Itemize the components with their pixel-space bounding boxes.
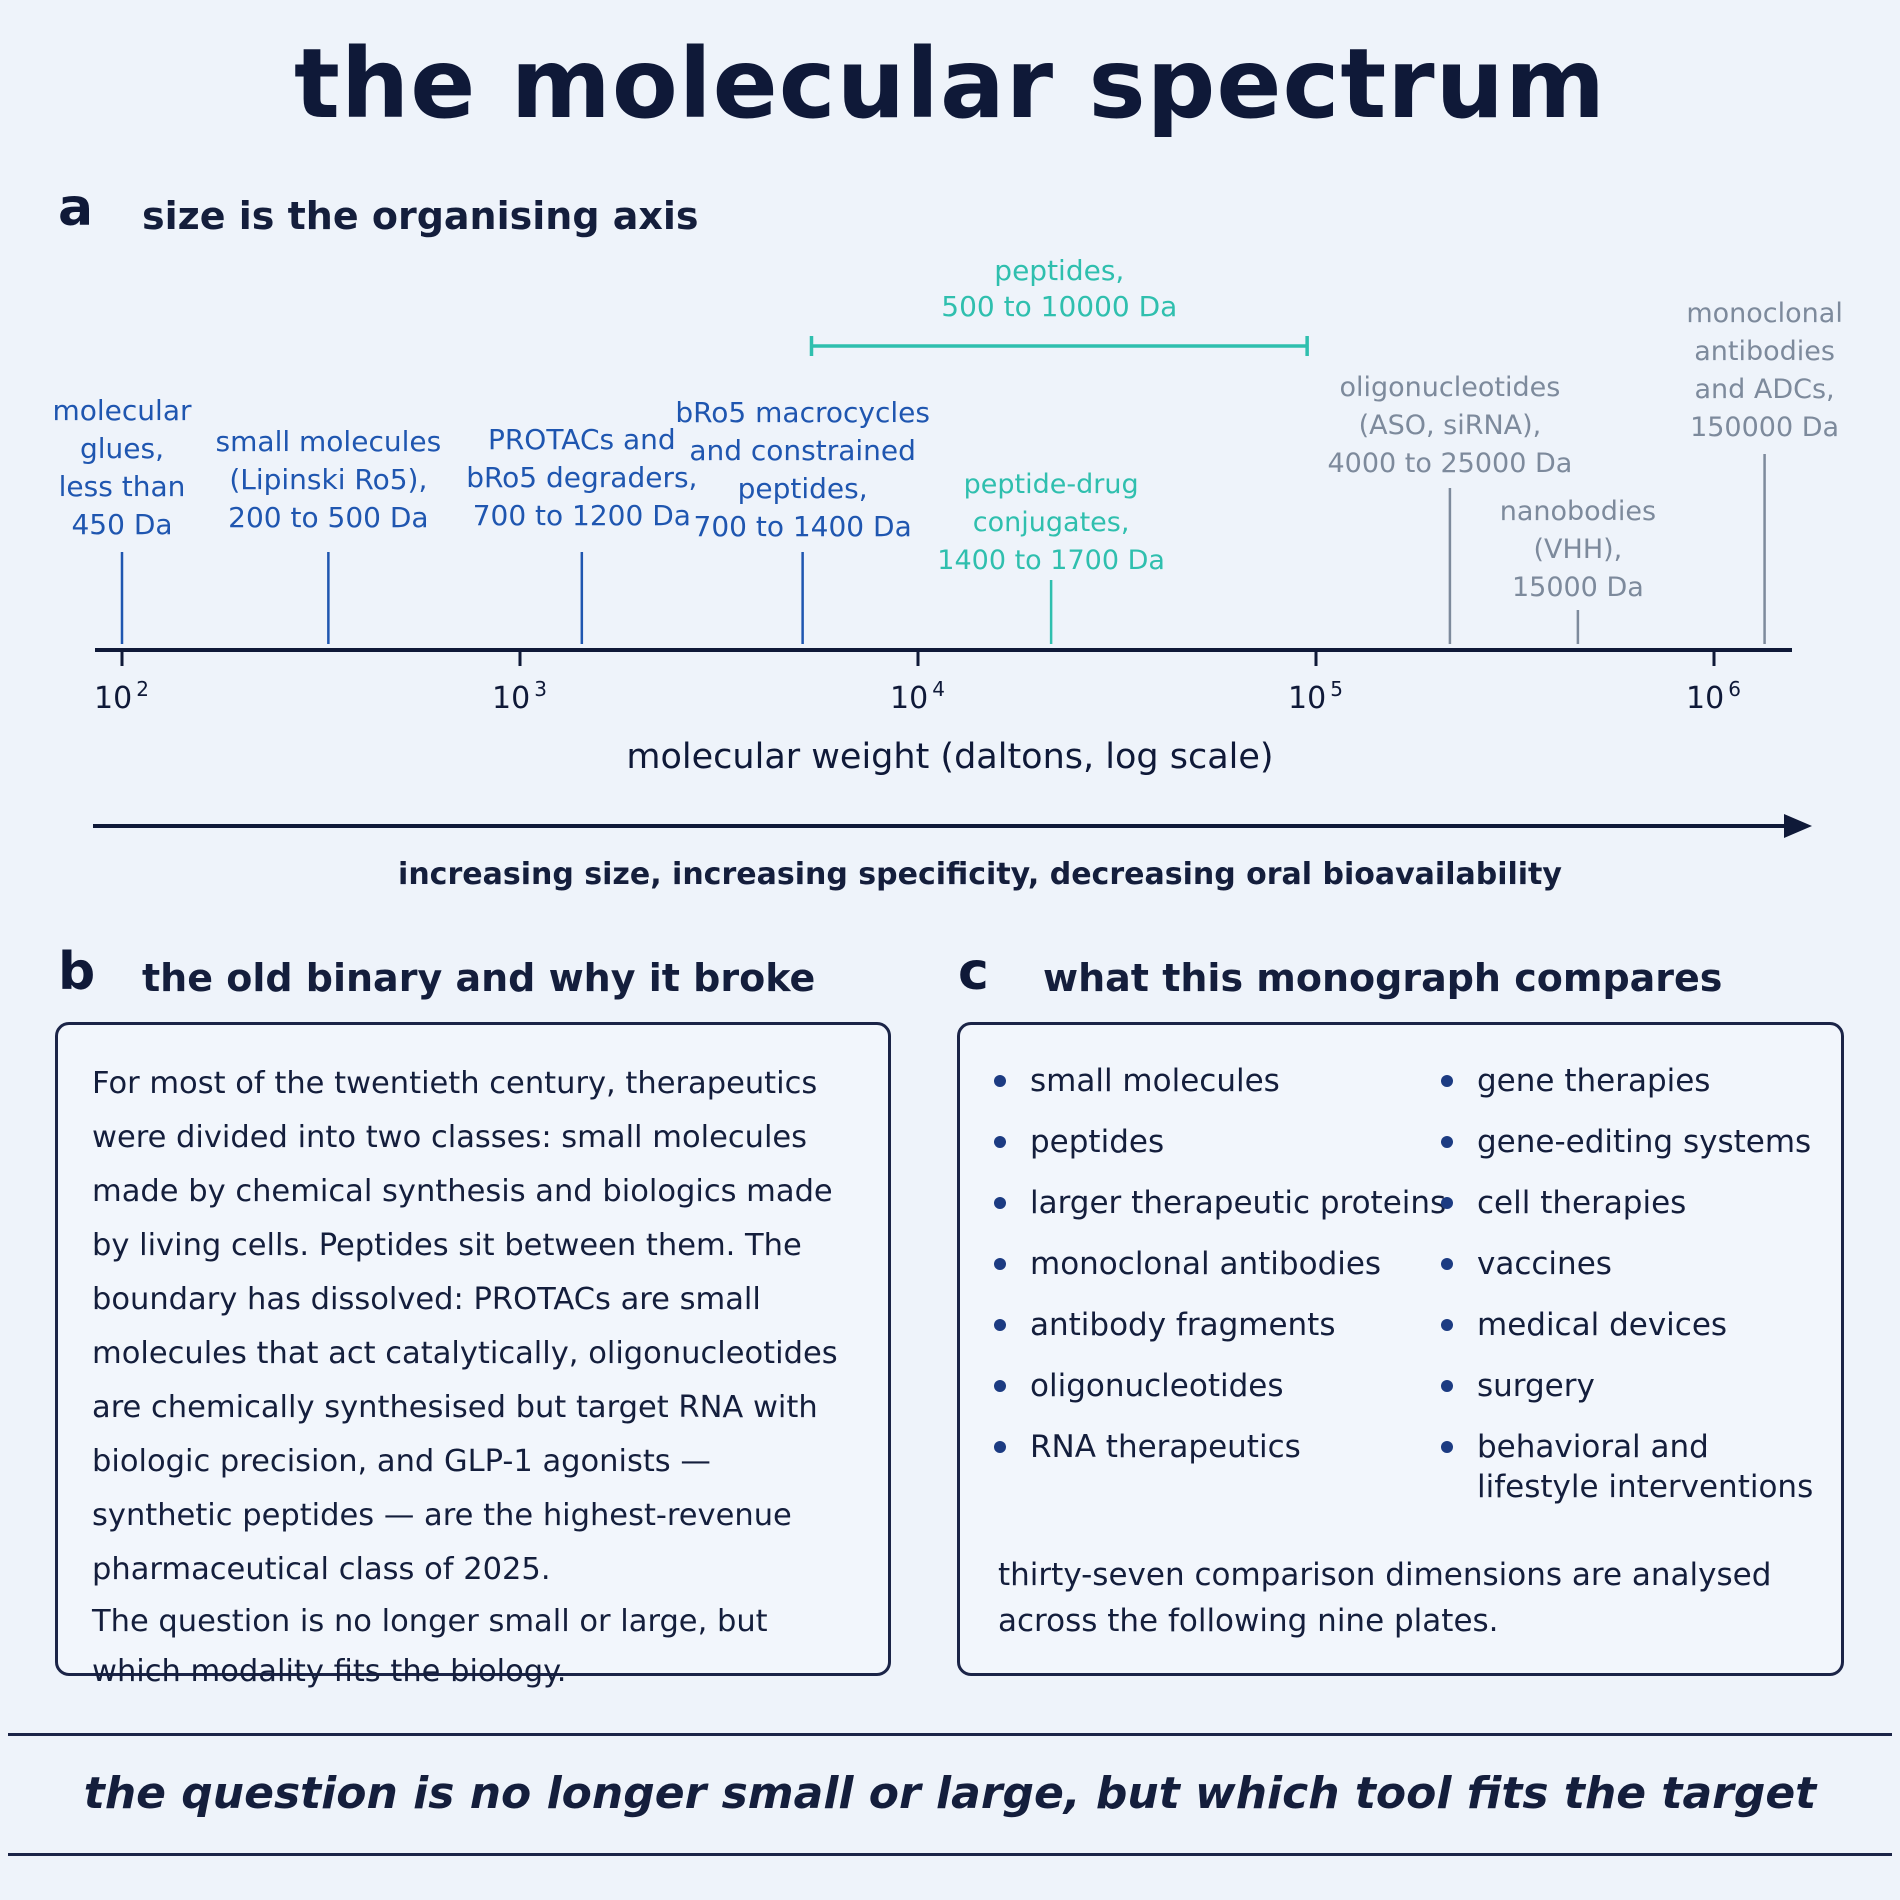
list-item-label: surgery [1477,1368,1595,1404]
marker-label: less than [59,470,186,503]
bullet-icon [1441,1258,1453,1270]
list-item: medical devices [1441,1305,1821,1366]
marker-label: peptides, [738,472,868,505]
bullet-icon [1441,1319,1453,1331]
direction-arrow-head [1784,814,1812,838]
panel-b-box: For most of the twentieth century, thera… [55,1022,891,1689]
list-item: small molecules [994,1061,1446,1122]
list-item: surgery [1441,1366,1821,1427]
marker-label: (Lipinski Ro5), [229,463,427,496]
marker-label: bRo5 macrocycles [675,396,930,429]
list-item: antibody fragments [994,1305,1446,1366]
list-item: behavioral and lifestyle interventions [1441,1427,1821,1517]
axis-label: molecular weight (daltons, log scale) [626,737,1273,777]
list-item: monoclonal antibodies [994,1244,1446,1305]
panel-b-heading: the old binary and why it broke [142,956,816,1000]
marker-label: 700 to 1200 Da [473,499,691,532]
bullet-icon [1441,1197,1453,1209]
marker-label: 450 Da [71,508,172,541]
bullet-icon [1441,1075,1453,1087]
marker-label: 200 to 500 Da [228,501,428,534]
list-item-label: monoclonal antibodies [1030,1246,1382,1282]
panel-c-right-list: gene therapies gene-editing systems cell… [1441,1061,1821,1517]
list-item-label: gene therapies [1477,1063,1711,1099]
marker-label: conjugates, [973,507,1130,538]
marker-label: 1400 to 1700 Da [937,545,1165,576]
range-label: 500 to 10000 Da [941,290,1177,323]
panel-c-left-list: small molecules peptides larger therapeu… [994,1061,1446,1488]
marker-label: monoclonal [1686,298,1842,329]
marker-label: oligonucleotides [1340,372,1561,403]
bullet-icon [994,1197,1006,1209]
marker-label: (VHH), [1534,534,1623,565]
marker-label: 700 to 1400 Da [694,510,912,543]
footer-bottom-rule [8,1853,1892,1856]
bullet-icon [994,1258,1006,1270]
marker-label: glues, [80,432,164,465]
marker-label: and ADCs, [1695,374,1835,405]
footer-top-rule [8,1733,1892,1736]
list-item: cell therapies [1441,1183,1821,1244]
list-item-label: gene-editing systems [1477,1124,1812,1160]
page-title: the molecular spectrum [294,28,1606,140]
marker-label: (ASO, siRNA), [1359,410,1542,441]
list-item-label: antibody fragments [1030,1307,1336,1343]
range-label: peptides, [994,254,1124,287]
list-item-label: medical devices [1477,1307,1728,1343]
panel-a-letter: a [58,178,94,238]
panel-a-heading: size is the organising axis [142,194,699,238]
list-item-label: vaccines [1477,1246,1612,1282]
marker-label: bRo5 degraders, [466,461,697,494]
list-item-label: larger therapeutic proteins [1030,1185,1447,1221]
bullet-icon [1441,1136,1453,1148]
bullet-icon [994,1319,1006,1331]
panel-c-box: small molecules peptides larger therapeu… [957,1022,1844,1676]
marker-label: 15000 Da [1512,572,1644,603]
panel-b-paragraph-2: The question is no longer small or large… [92,1604,768,1689]
bullet-icon [994,1075,1006,1087]
bullet-icon [1441,1380,1453,1392]
panel-b-paragraph-1: For most of the twentieth century, thera… [92,1066,838,1587]
panel-c-heading: what this monograph compares [1043,956,1723,1000]
marker-label: peptide-drug [964,469,1139,500]
marker-label: and constrained [689,434,916,467]
list-item-label: oligonucleotides [1030,1368,1284,1404]
list-item-label: peptides [1030,1124,1165,1160]
list-item: larger therapeutic proteins [994,1183,1446,1244]
panel-c-summary: thirty-seven comparison dimensions are a… [998,1557,1772,1639]
panel-b-text: For most of the twentieth century, thera… [92,1057,852,1697]
list-item: oligonucleotides [994,1366,1446,1427]
list-item: vaccines [1441,1244,1821,1305]
marker-label: antibodies [1694,336,1835,367]
direction-arrow-caption: increasing size, increasing specificity,… [398,857,1562,892]
list-item: peptides [994,1122,1446,1183]
list-item: gene therapies [1441,1061,1821,1122]
marker-label: molecular [52,394,191,427]
panel-b-letter: b [58,942,96,1002]
list-item-label: RNA therapeutics [1030,1429,1301,1465]
bullet-icon [994,1441,1006,1453]
list-item-label: small molecules [1030,1063,1280,1099]
marker-label: 4000 to 25000 Da [1328,448,1573,479]
panel-c-letter: c [958,942,989,1002]
marker-label: 150000 Da [1690,412,1839,443]
list-item: RNA therapeutics [994,1427,1446,1488]
list-item-label: cell therapies [1477,1185,1687,1221]
list-item: gene-editing systems [1441,1122,1821,1183]
bullet-icon [994,1380,1006,1392]
list-item-label: behavioral and lifestyle interventions [1477,1429,1814,1505]
marker-label: nanobodies [1500,496,1656,527]
footer-tagline: the question is no longer small or large… [83,1768,1817,1819]
marker-label: PROTACs and [488,423,676,456]
bullet-icon [1441,1441,1453,1453]
bullet-icon [994,1136,1006,1148]
marker-label: small molecules [216,425,442,458]
